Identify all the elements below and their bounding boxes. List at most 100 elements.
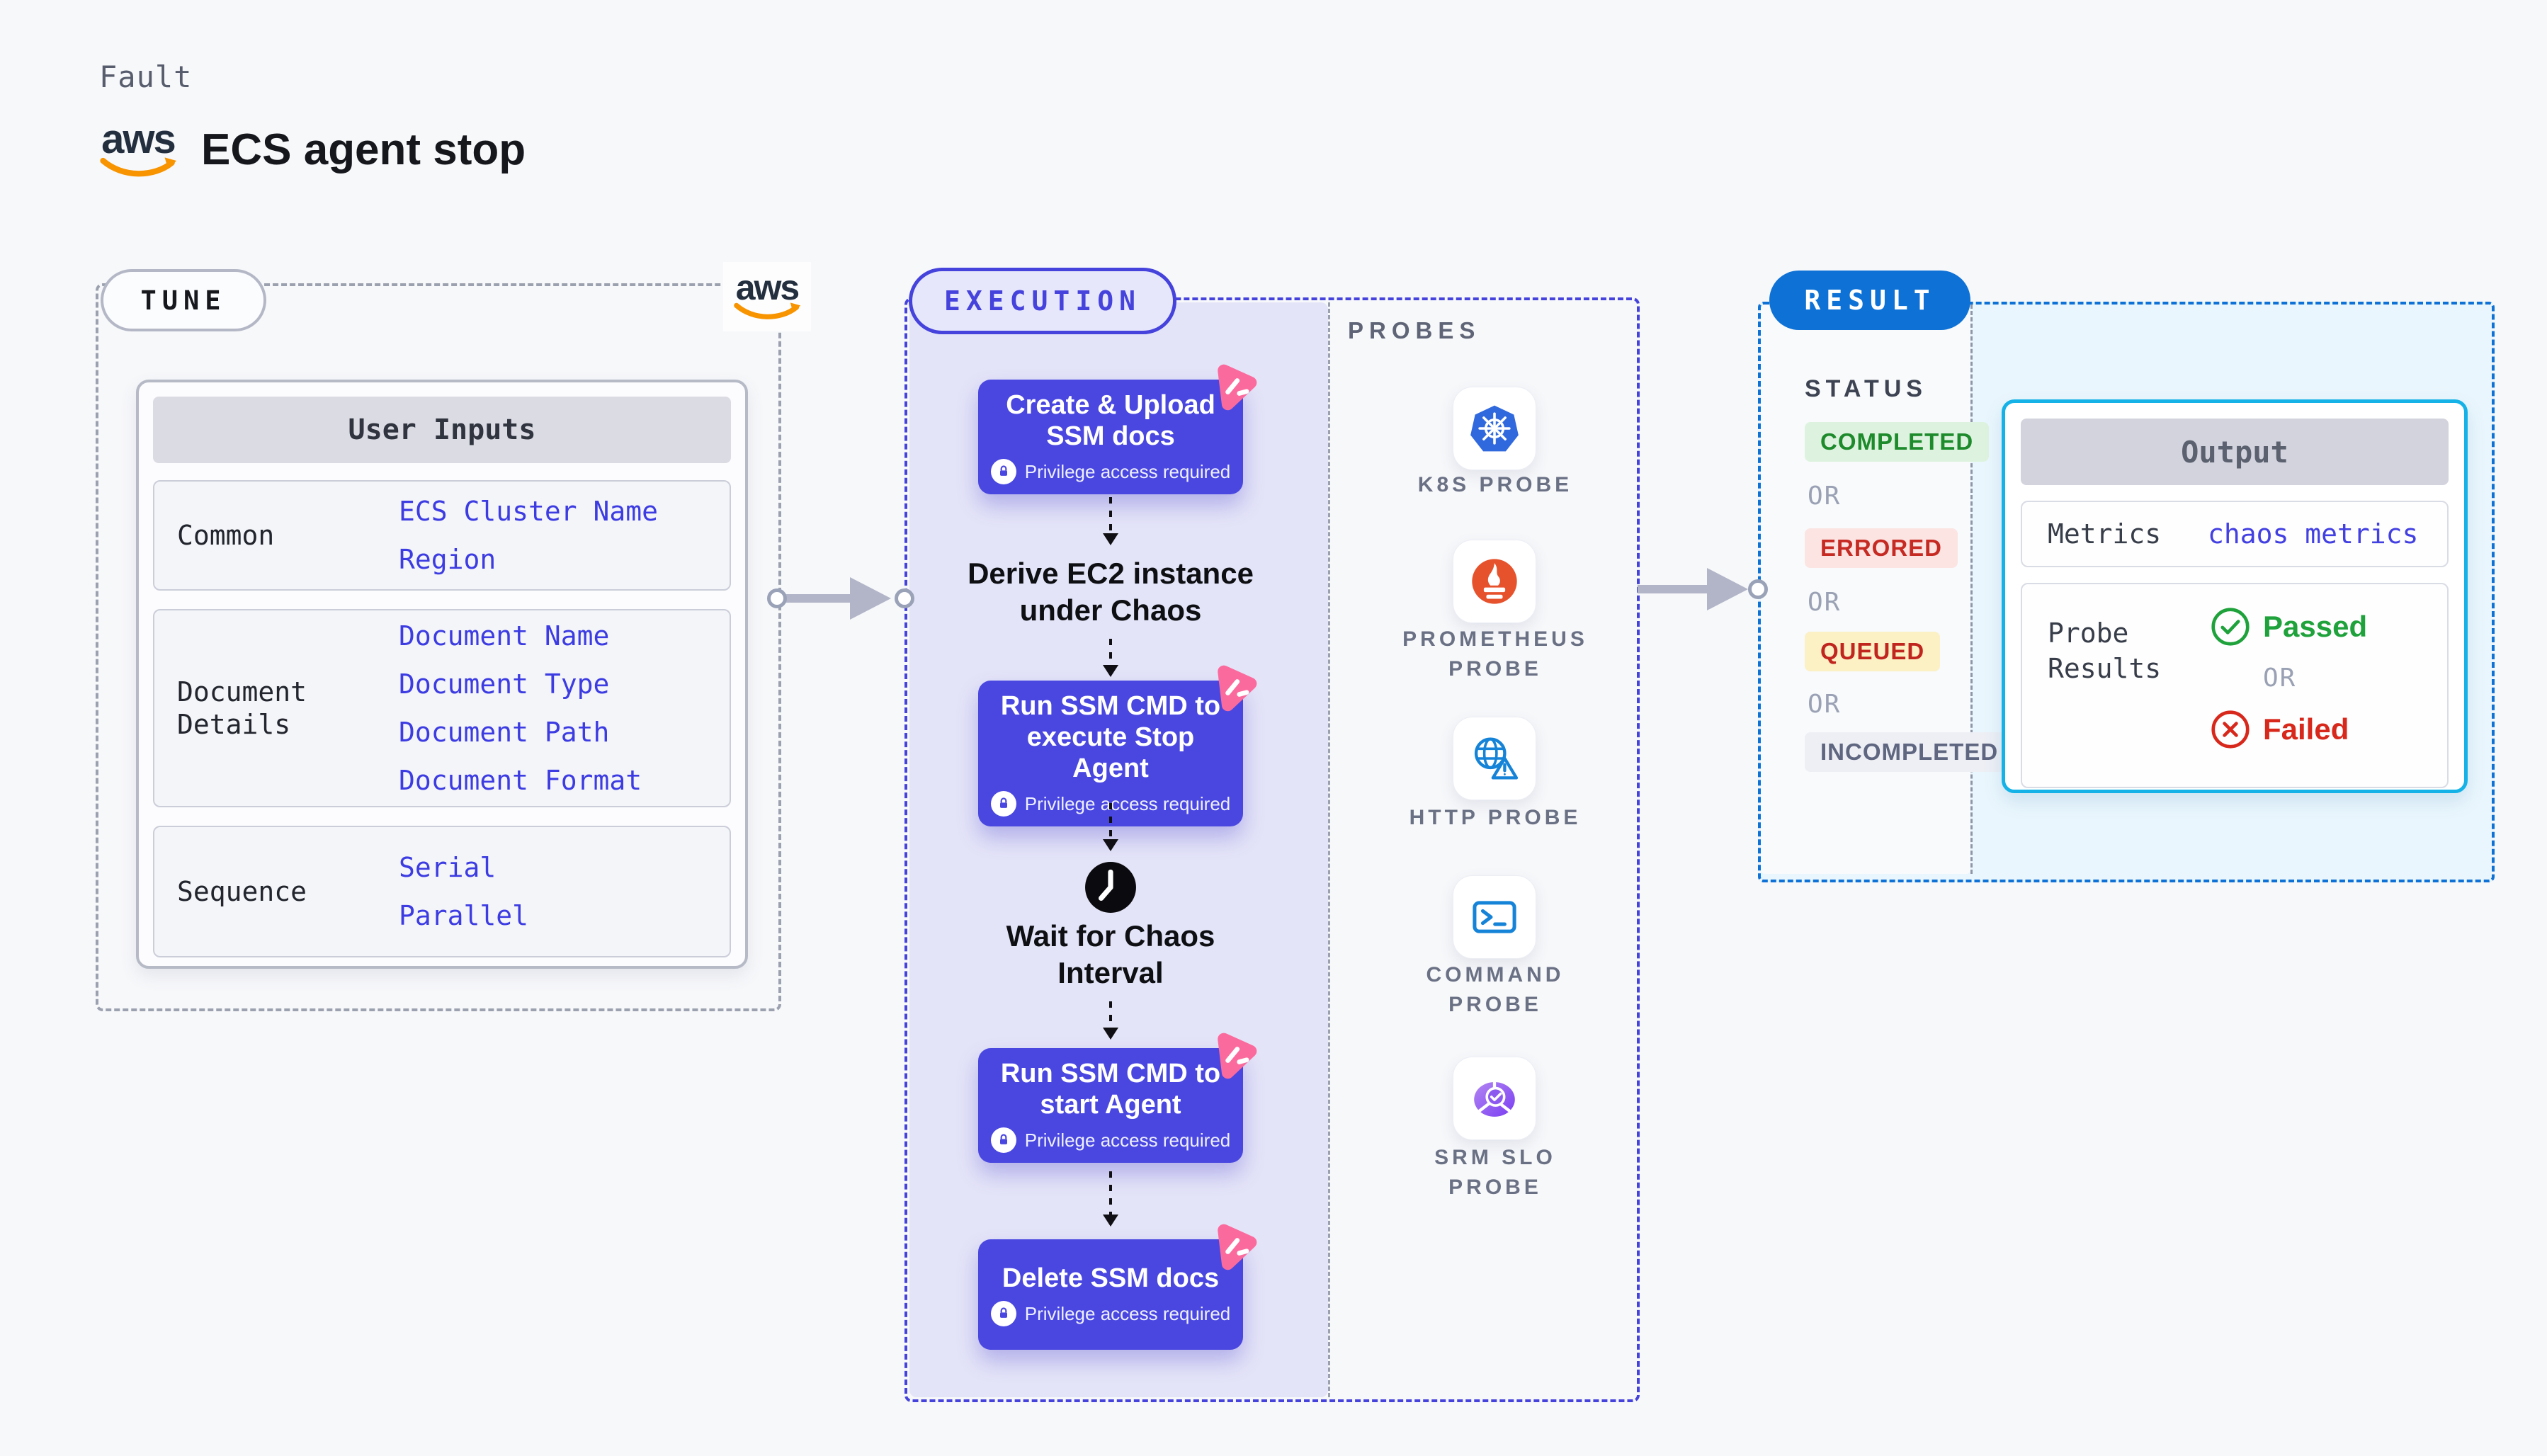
output-header: Output: [2021, 419, 2449, 485]
probe-label: SRM SLO PROBE: [1434, 1146, 1556, 1199]
probe-card-k8s: [1453, 387, 1536, 470]
probes-divider: [1328, 302, 1330, 1397]
page-title: ECS agent stop: [201, 125, 526, 174]
probe-results-label: Probe Results: [2048, 618, 2162, 684]
connector-port: [1748, 579, 1768, 599]
probe-label: K8S PROBE: [1417, 473, 1573, 496]
arrow-head: [1707, 568, 1748, 610]
table-row: Document Details Document Name Document …: [153, 609, 731, 807]
aws-logo: aws: [99, 119, 177, 181]
status-column-bg: [1761, 305, 1970, 874]
or-separator: OR: [2263, 664, 2297, 693]
status-badge-queued: QUEUED: [1805, 632, 1941, 671]
lock-icon: [990, 1301, 1016, 1326]
row-value: Parallel: [399, 900, 529, 931]
step-delete-ssm-docs: Delete SSM docs Privilege access require…: [978, 1224, 1257, 1350]
row-value: Region: [399, 544, 497, 575]
probe-label: HTTP PROBE: [1409, 806, 1582, 829]
status-badge-errored: ERRORED: [1805, 528, 1958, 568]
aws-smile-icon: [734, 302, 801, 319]
connector-port: [895, 588, 914, 608]
connector-port: [767, 588, 787, 608]
step-run-ssm-stop-agent: Run SSM CMD to execute Stop Agent Privil…: [978, 665, 1257, 826]
probe-label: COMMAND PROBE: [1426, 963, 1565, 1016]
chaos-experiment-icon: [1208, 360, 1261, 414]
tune-section: TUNE aws User Inputs Common ECS Cluster …: [96, 262, 811, 1011]
step-title: Run SSM CMD to start Agent: [1000, 1059, 1221, 1120]
flow-arrow-down: [1103, 639, 1118, 677]
aws-wordmark: aws: [735, 268, 800, 307]
status-badge-completed: COMPLETED: [1805, 422, 1990, 462]
passed-label: Passed: [2263, 610, 2368, 643]
execution-to-result-arrow: [1638, 585, 1711, 593]
globe-warning-icon: [1474, 737, 1519, 780]
flow-arrow-down: [1103, 1171, 1118, 1227]
user-inputs-table: User Inputs Common ECS Cluster Name Regi…: [136, 380, 748, 969]
step-run-ssm-start-agent: Run SSM CMD to start Agent Privilege acc…: [978, 1033, 1257, 1163]
table-header: User Inputs: [153, 397, 731, 463]
metrics-row: Metrics chaos metrics: [2021, 501, 2449, 567]
row-label: Common: [177, 520, 275, 551]
row-value: Document Format: [399, 765, 642, 796]
failed-label: Failed: [2263, 712, 2349, 746]
aws-smile-icon: [100, 157, 177, 177]
flow-arrow-down: [1103, 803, 1118, 851]
probe-card-http: [1453, 717, 1536, 800]
step-title: Delete SSM docs: [1002, 1263, 1220, 1293]
privilege-note: Privilege access required: [1024, 792, 1231, 814]
result-divider: [1970, 305, 1973, 874]
clock-icon: [1084, 861, 1137, 914]
privilege-note: Privilege access required: [1024, 460, 1231, 482]
privilege-note: Privilege access required: [1024, 1129, 1231, 1151]
chaos-experiment-icon: [1208, 661, 1261, 715]
lock-icon: [990, 1127, 1016, 1153]
metrics-label: Metrics: [2048, 518, 2162, 550]
row-value: Document Path: [399, 717, 610, 748]
arrow-head: [850, 577, 891, 620]
output-card: Output Metrics chaos metrics Probe Resul…: [2002, 399, 2468, 793]
row-label: Document Details: [177, 676, 307, 740]
row-value: ECS Cluster Name: [399, 496, 659, 527]
result-badge: RESULT: [1769, 271, 1970, 330]
metrics-value: chaos metrics: [2208, 518, 2419, 550]
terminal-icon: [1473, 901, 1516, 933]
step-create-upload-ssm-docs: Create & Upload SSM docs Privilege acces…: [978, 364, 1257, 494]
x-circle-icon: [2211, 710, 2250, 749]
privilege-note: Privilege access required: [1024, 1302, 1231, 1324]
status-badge-incompleted: INCOMPLETED: [1805, 732, 2014, 772]
check-circle-icon: [2211, 608, 2250, 646]
probe-label: PROMETHEUS PROBE: [1402, 627, 1588, 681]
step-derive-ec2: Derive EC2 instance under Chaos: [968, 557, 1254, 627]
kubernetes-icon: [1470, 405, 1519, 452]
probe-results-row: Probe Results Passed OR: [2021, 583, 2449, 788]
aws-tile: aws: [723, 262, 811, 331]
execution-section: EXECUTION PROBES Create & Upload SSM doc…: [904, 268, 1640, 1402]
tune-to-execution-arrow: [785, 594, 853, 603]
tune-badge: TUNE: [101, 269, 266, 331]
step-title: Create & Upload SSM docs: [1006, 390, 1215, 451]
flow-arrow-down: [1103, 497, 1118, 545]
chaos-experiment-icon: [1208, 1028, 1261, 1082]
lock-icon: [990, 791, 1016, 817]
or-separator: OR: [1808, 588, 1842, 617]
table-row: Sequence Serial Parallel: [153, 826, 731, 957]
status-heading: STATUS: [1805, 375, 1927, 402]
probe-card-command: [1453, 875, 1536, 959]
result-section: RESULT STATUS COMPLETED OR ERRORED OR QU…: [1758, 271, 2495, 882]
row-value: Document Type: [399, 669, 610, 700]
step-wait-chaos-interval: Wait for Chaos Interval: [1006, 919, 1215, 989]
row-value: Serial: [399, 852, 497, 883]
prometheus-icon: [1472, 559, 1517, 604]
probe-card-srm-slo: [1453, 1057, 1536, 1140]
probe-card-prometheus: [1453, 540, 1536, 623]
chaos-experiment-icon: [1208, 1219, 1261, 1273]
row-label: Sequence: [177, 876, 307, 907]
or-separator: OR: [1808, 482, 1842, 511]
lock-icon: [990, 459, 1016, 484]
slo-gauge-icon: [1474, 1081, 1515, 1117]
execution-badge: EXECUTION: [909, 268, 1176, 334]
step-title: Run SSM CMD to execute Stop Agent: [1000, 691, 1221, 783]
flow-arrow-down: [1103, 1001, 1118, 1040]
fault-kicker: Fault: [99, 59, 193, 94]
